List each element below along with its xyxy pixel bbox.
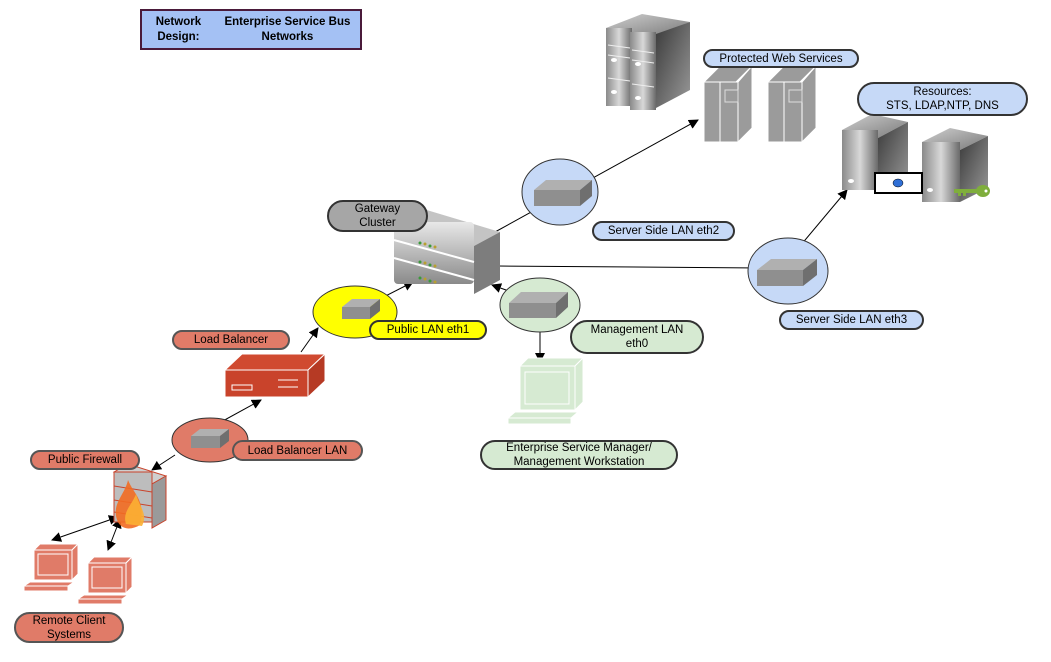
label-protected-web-services: Protected Web Services <box>703 49 859 68</box>
label-server-side-lan-eth2: Server Side LAN eth2 <box>592 221 735 241</box>
link-gateway-eth2 <box>494 119 699 233</box>
label-public-firewall: Public Firewall <box>30 450 140 470</box>
desktop-computer-icon <box>22 542 80 592</box>
label-remote-client-systems: Remote Client Systems <box>14 612 124 643</box>
link-gateway-eth3 <box>497 262 761 273</box>
title-line2: Enterprise Service Bus Networks <box>224 15 351 43</box>
server-cluster-icon <box>606 14 690 110</box>
desktop-computer-icon <box>76 555 134 605</box>
label-public-lan-eth1: Public LAN eth1 <box>369 320 487 340</box>
link-lb-eth1 <box>300 327 319 353</box>
status-box <box>874 172 923 194</box>
switch-eth2 <box>521 158 599 226</box>
link-firewall-client1 <box>51 515 119 542</box>
label-management-lan-eth0: Management LAN eth0 <box>570 320 704 354</box>
label-gateway-cluster: Gateway Cluster <box>327 200 428 232</box>
link-firewall-client2 <box>106 518 122 551</box>
label-resources: Resources: STS, LDAP,NTP, DNS <box>857 82 1028 116</box>
label-load-balancer: Load Balancer <box>172 330 290 350</box>
label-load-balancer-lan: Load Balancer LAN <box>232 440 363 461</box>
link-firewall-lblan <box>151 454 176 471</box>
switch-eth3 <box>747 237 829 305</box>
mainframe-icon <box>702 64 818 144</box>
switch-eth0 <box>499 277 581 333</box>
title-line1: Network Design: <box>155 15 202 43</box>
key-icon <box>954 185 990 197</box>
load-balancer-icon <box>223 352 327 399</box>
desktop-computer-icon <box>506 356 585 425</box>
firewall-icon <box>112 463 168 529</box>
label-server-side-lan-eth3: Server Side LAN eth3 <box>779 310 924 330</box>
diagram-title: Network Design: Enterprise Service Bus N… <box>140 9 362 50</box>
label-enterprise-service-manager: Enterprise Service Manager/ Management W… <box>480 440 678 470</box>
